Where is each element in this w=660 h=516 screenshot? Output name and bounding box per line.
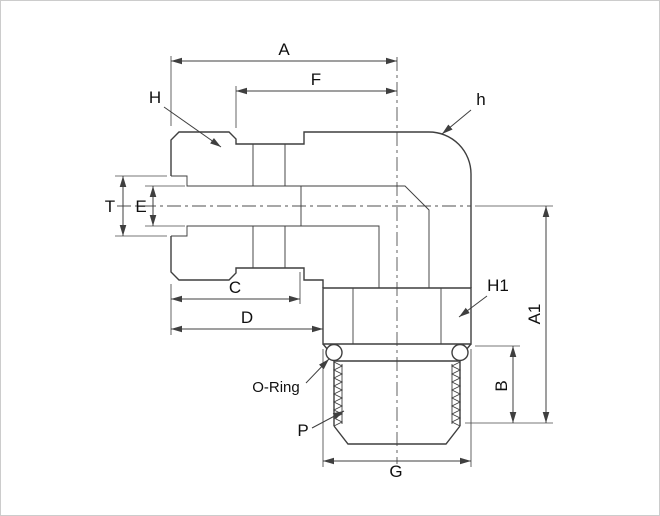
label-G: G bbox=[389, 462, 402, 481]
leader-line bbox=[163, 106, 222, 148]
thread-profile-right bbox=[450, 361, 462, 427]
leader-line bbox=[311, 410, 345, 429]
label-backing bbox=[386, 464, 407, 480]
dim-B: B bbox=[475, 345, 520, 423]
label-o-ring: O-Ring bbox=[252, 379, 300, 396]
o-ring-section-right bbox=[451, 343, 469, 362]
leader-P: P bbox=[297, 410, 345, 440]
dim-A1: A1 bbox=[465, 205, 553, 424]
label-H1: H1 bbox=[487, 276, 509, 295]
label-F: F bbox=[311, 70, 321, 89]
leader-line bbox=[305, 358, 330, 384]
label-H: H bbox=[149, 88, 161, 107]
leader-line bbox=[441, 109, 472, 135]
label-A: A bbox=[278, 40, 290, 59]
fitting-body bbox=[170, 131, 472, 445]
label-B: B bbox=[492, 380, 511, 391]
outline-upper bbox=[170, 131, 472, 288]
leader-o-ring: O-Ring bbox=[252, 358, 330, 396]
leader-h: h bbox=[441, 90, 486, 135]
thread-profile-left bbox=[332, 361, 344, 427]
dim-G: G bbox=[322, 349, 472, 481]
centerlines bbox=[117, 57, 471, 479]
dim-E: E bbox=[135, 185, 185, 227]
dim-A: A bbox=[170, 40, 397, 126]
o-ring-section-left bbox=[325, 343, 343, 362]
tip-chamfer bbox=[333, 425, 461, 445]
label-A1: A1 bbox=[525, 304, 544, 325]
label-D: D bbox=[241, 308, 253, 327]
leader-line bbox=[458, 295, 488, 318]
leader-H: H bbox=[149, 88, 222, 148]
bore-upper bbox=[171, 175, 430, 288]
dim-F: F bbox=[235, 70, 397, 128]
label-P: P bbox=[297, 421, 308, 440]
outline-lower bbox=[170, 236, 324, 288]
leader-H1: H1 bbox=[458, 276, 509, 318]
label-C: C bbox=[229, 278, 241, 297]
dim-T: T bbox=[105, 175, 167, 237]
dim-D: D bbox=[171, 308, 323, 333]
bore-lower bbox=[171, 225, 380, 288]
dimensions: A F H h T E bbox=[105, 40, 553, 481]
label-T: T bbox=[105, 197, 115, 216]
label-h: h bbox=[476, 90, 485, 109]
dim-C: C bbox=[170, 272, 301, 335]
label-E: E bbox=[135, 197, 146, 216]
